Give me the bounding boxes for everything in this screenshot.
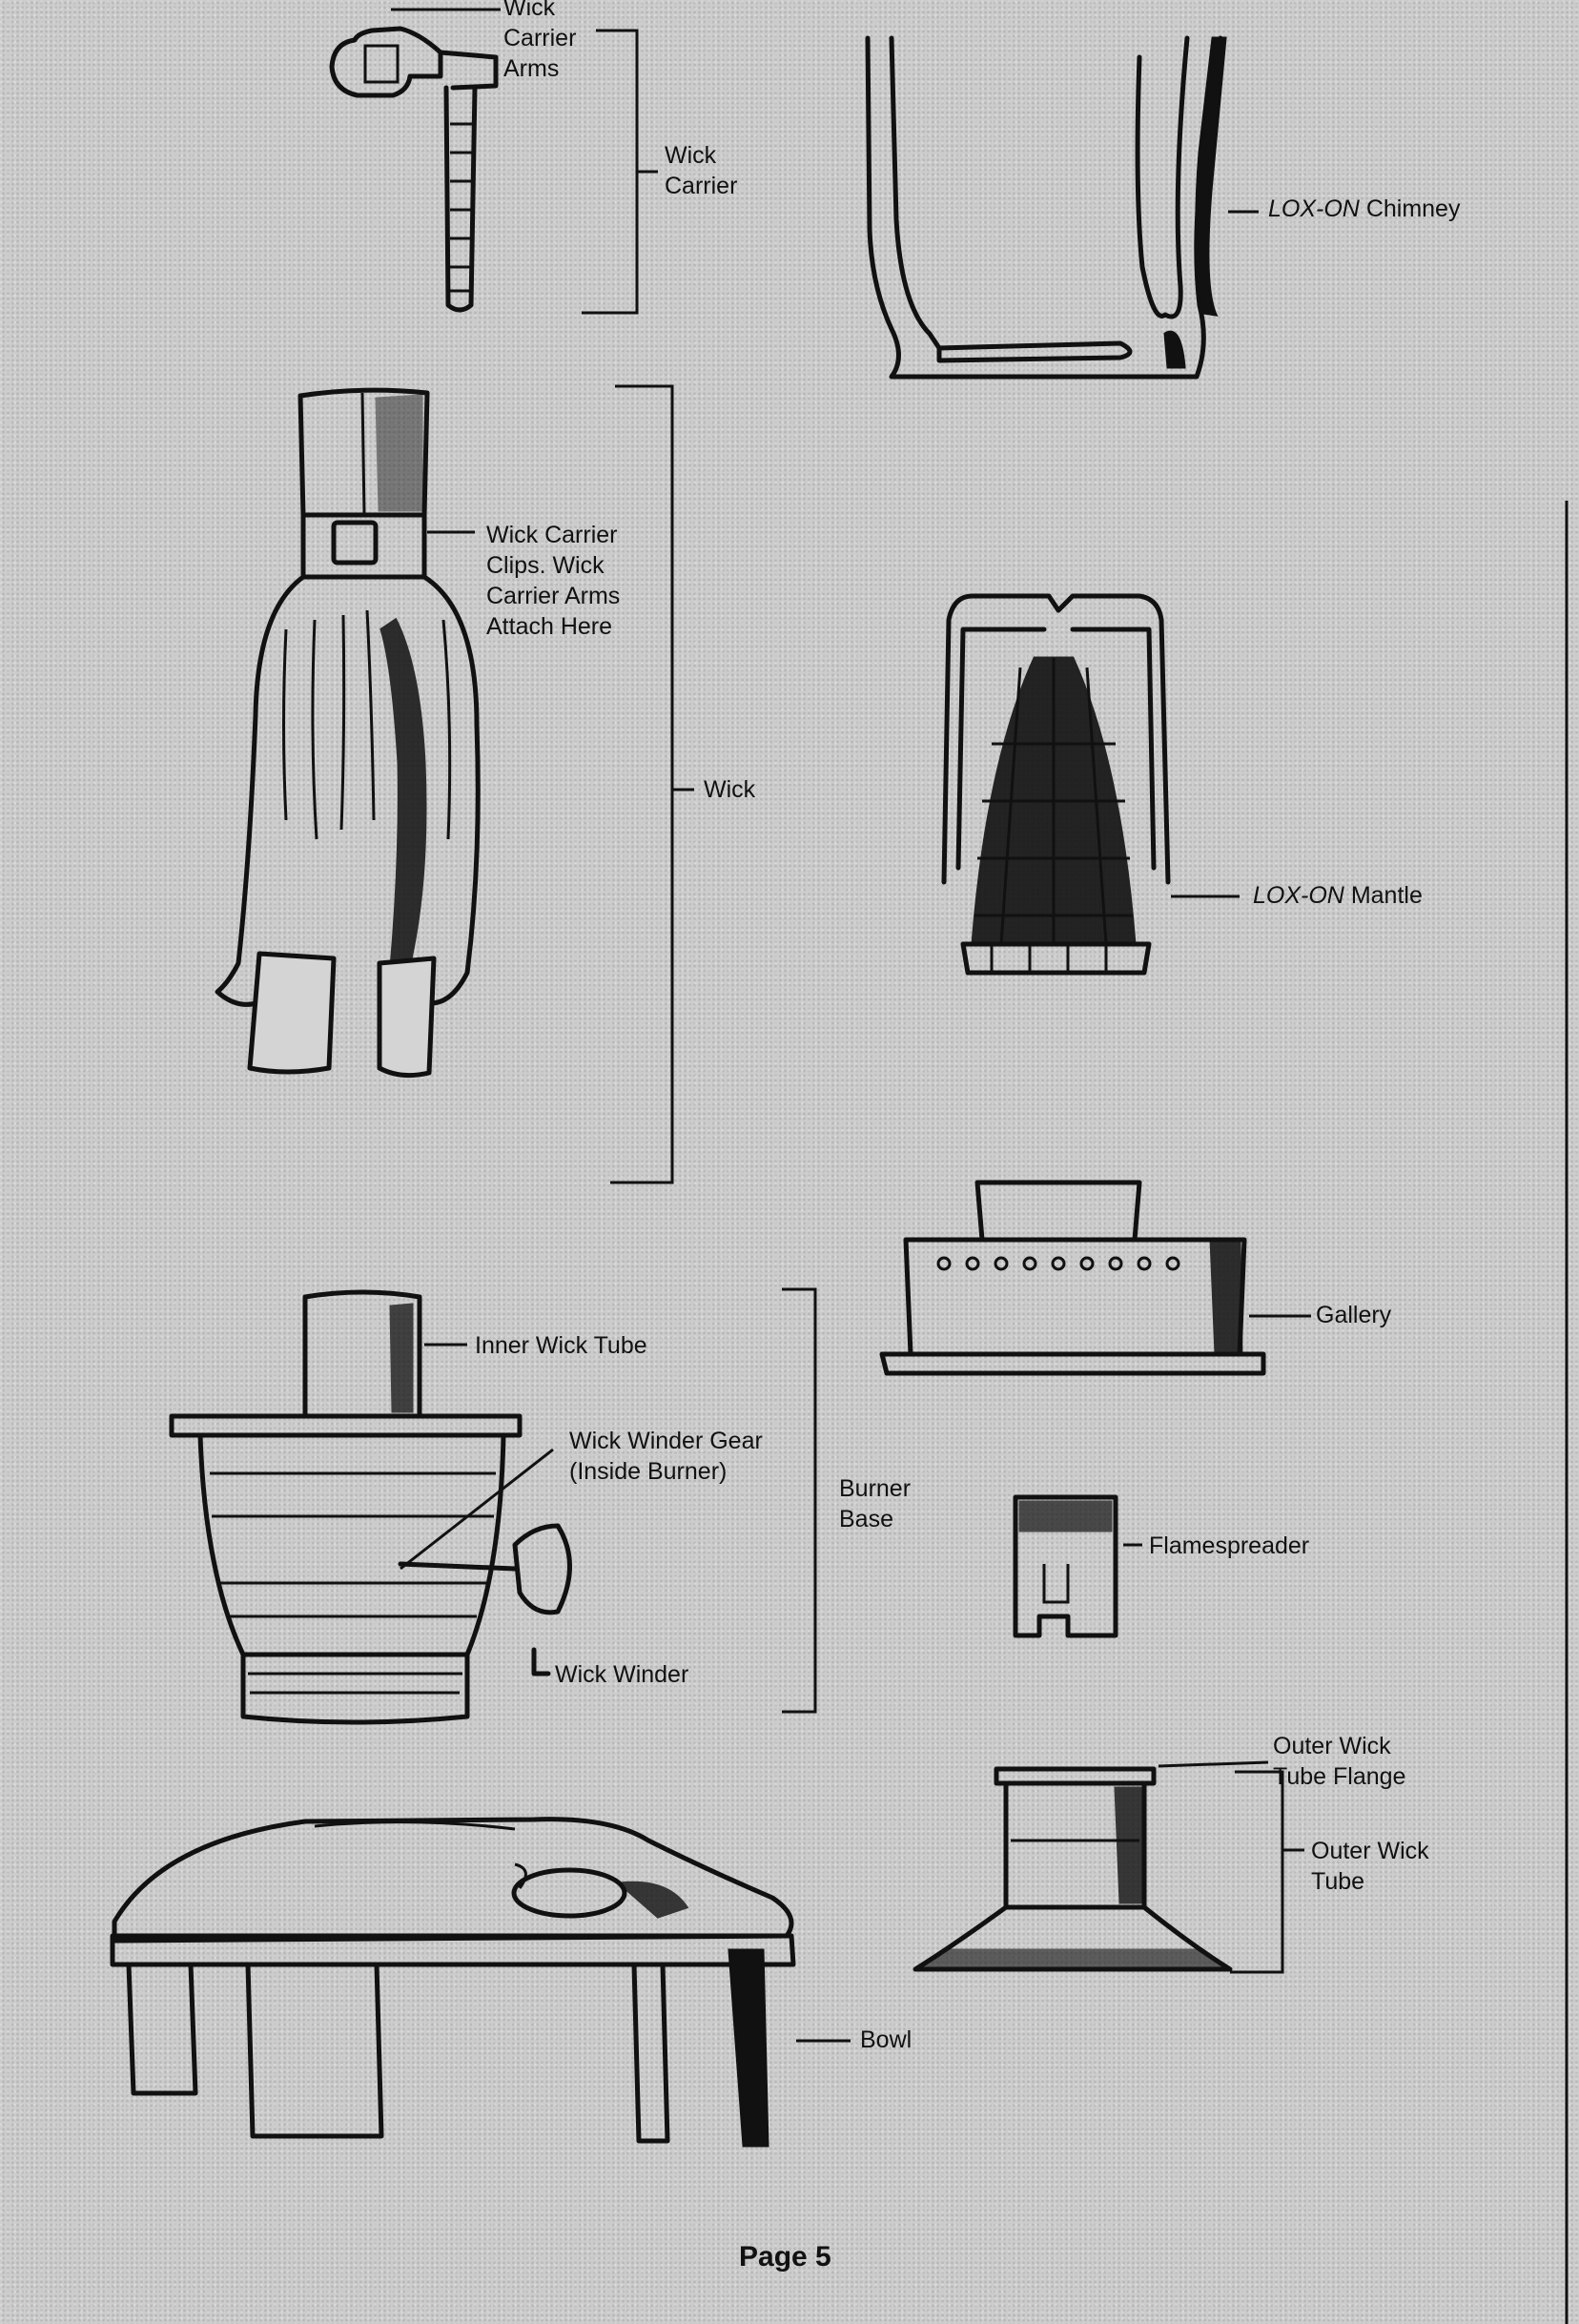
label-wick-winder-gear: Wick Winder Gear (Inside Burner) xyxy=(569,1428,763,1485)
label-inner-wick-tube: Inner Wick Tube xyxy=(475,1332,647,1359)
label-flamespreader: Flamespreader xyxy=(1149,1532,1310,1559)
label-bowl: Bowl xyxy=(860,2026,913,2053)
label-wick-carrier-clips: Wick Carrier Clips. Wick Carrier Arms At… xyxy=(486,522,621,640)
leader-line xyxy=(400,1448,554,1571)
outer-wick-tube-bracket xyxy=(1230,1770,1284,1974)
flamespreader-drawing xyxy=(1013,1494,1118,1638)
label-burner-base: Burner Base xyxy=(839,1475,912,1532)
page-number: Page 5 xyxy=(739,2241,831,2273)
bowl-drawing xyxy=(110,1817,796,2148)
wick-carrier-bracket xyxy=(582,29,639,315)
burner-base-bracket xyxy=(782,1287,817,1714)
wick-drawing xyxy=(215,387,481,1079)
label-wick-winder: Wick Winder xyxy=(555,1661,689,1688)
label-wick-carrier-arms: Wick Carrier Arms xyxy=(503,0,577,82)
wick-carrier-drawing xyxy=(329,26,499,313)
chimney-drawing xyxy=(865,35,1227,380)
label-outer-wick-tube-flange: Outer Wick Tube Flange xyxy=(1273,1733,1406,1790)
label-wick: Wick xyxy=(704,776,756,803)
gallery-drawing xyxy=(879,1180,1266,1376)
label-outer-wick-tube: Outer Wick Tube xyxy=(1311,1838,1429,1895)
label-gallery: Gallery xyxy=(1316,1302,1392,1328)
label-lox-on-chimney: LOX-ON Chimney xyxy=(1268,195,1461,222)
outer-wick-tube-drawing xyxy=(913,1766,1233,1972)
label-wick-carrier: Wick Carrier xyxy=(665,142,738,199)
burner-base-drawing xyxy=(169,1289,572,1725)
leader-line xyxy=(1158,1760,1269,1768)
label-lox-on-mantle: LOX-ON Mantle xyxy=(1253,882,1423,909)
wick-bracket xyxy=(610,384,674,1184)
mantle-drawing xyxy=(941,593,1171,976)
